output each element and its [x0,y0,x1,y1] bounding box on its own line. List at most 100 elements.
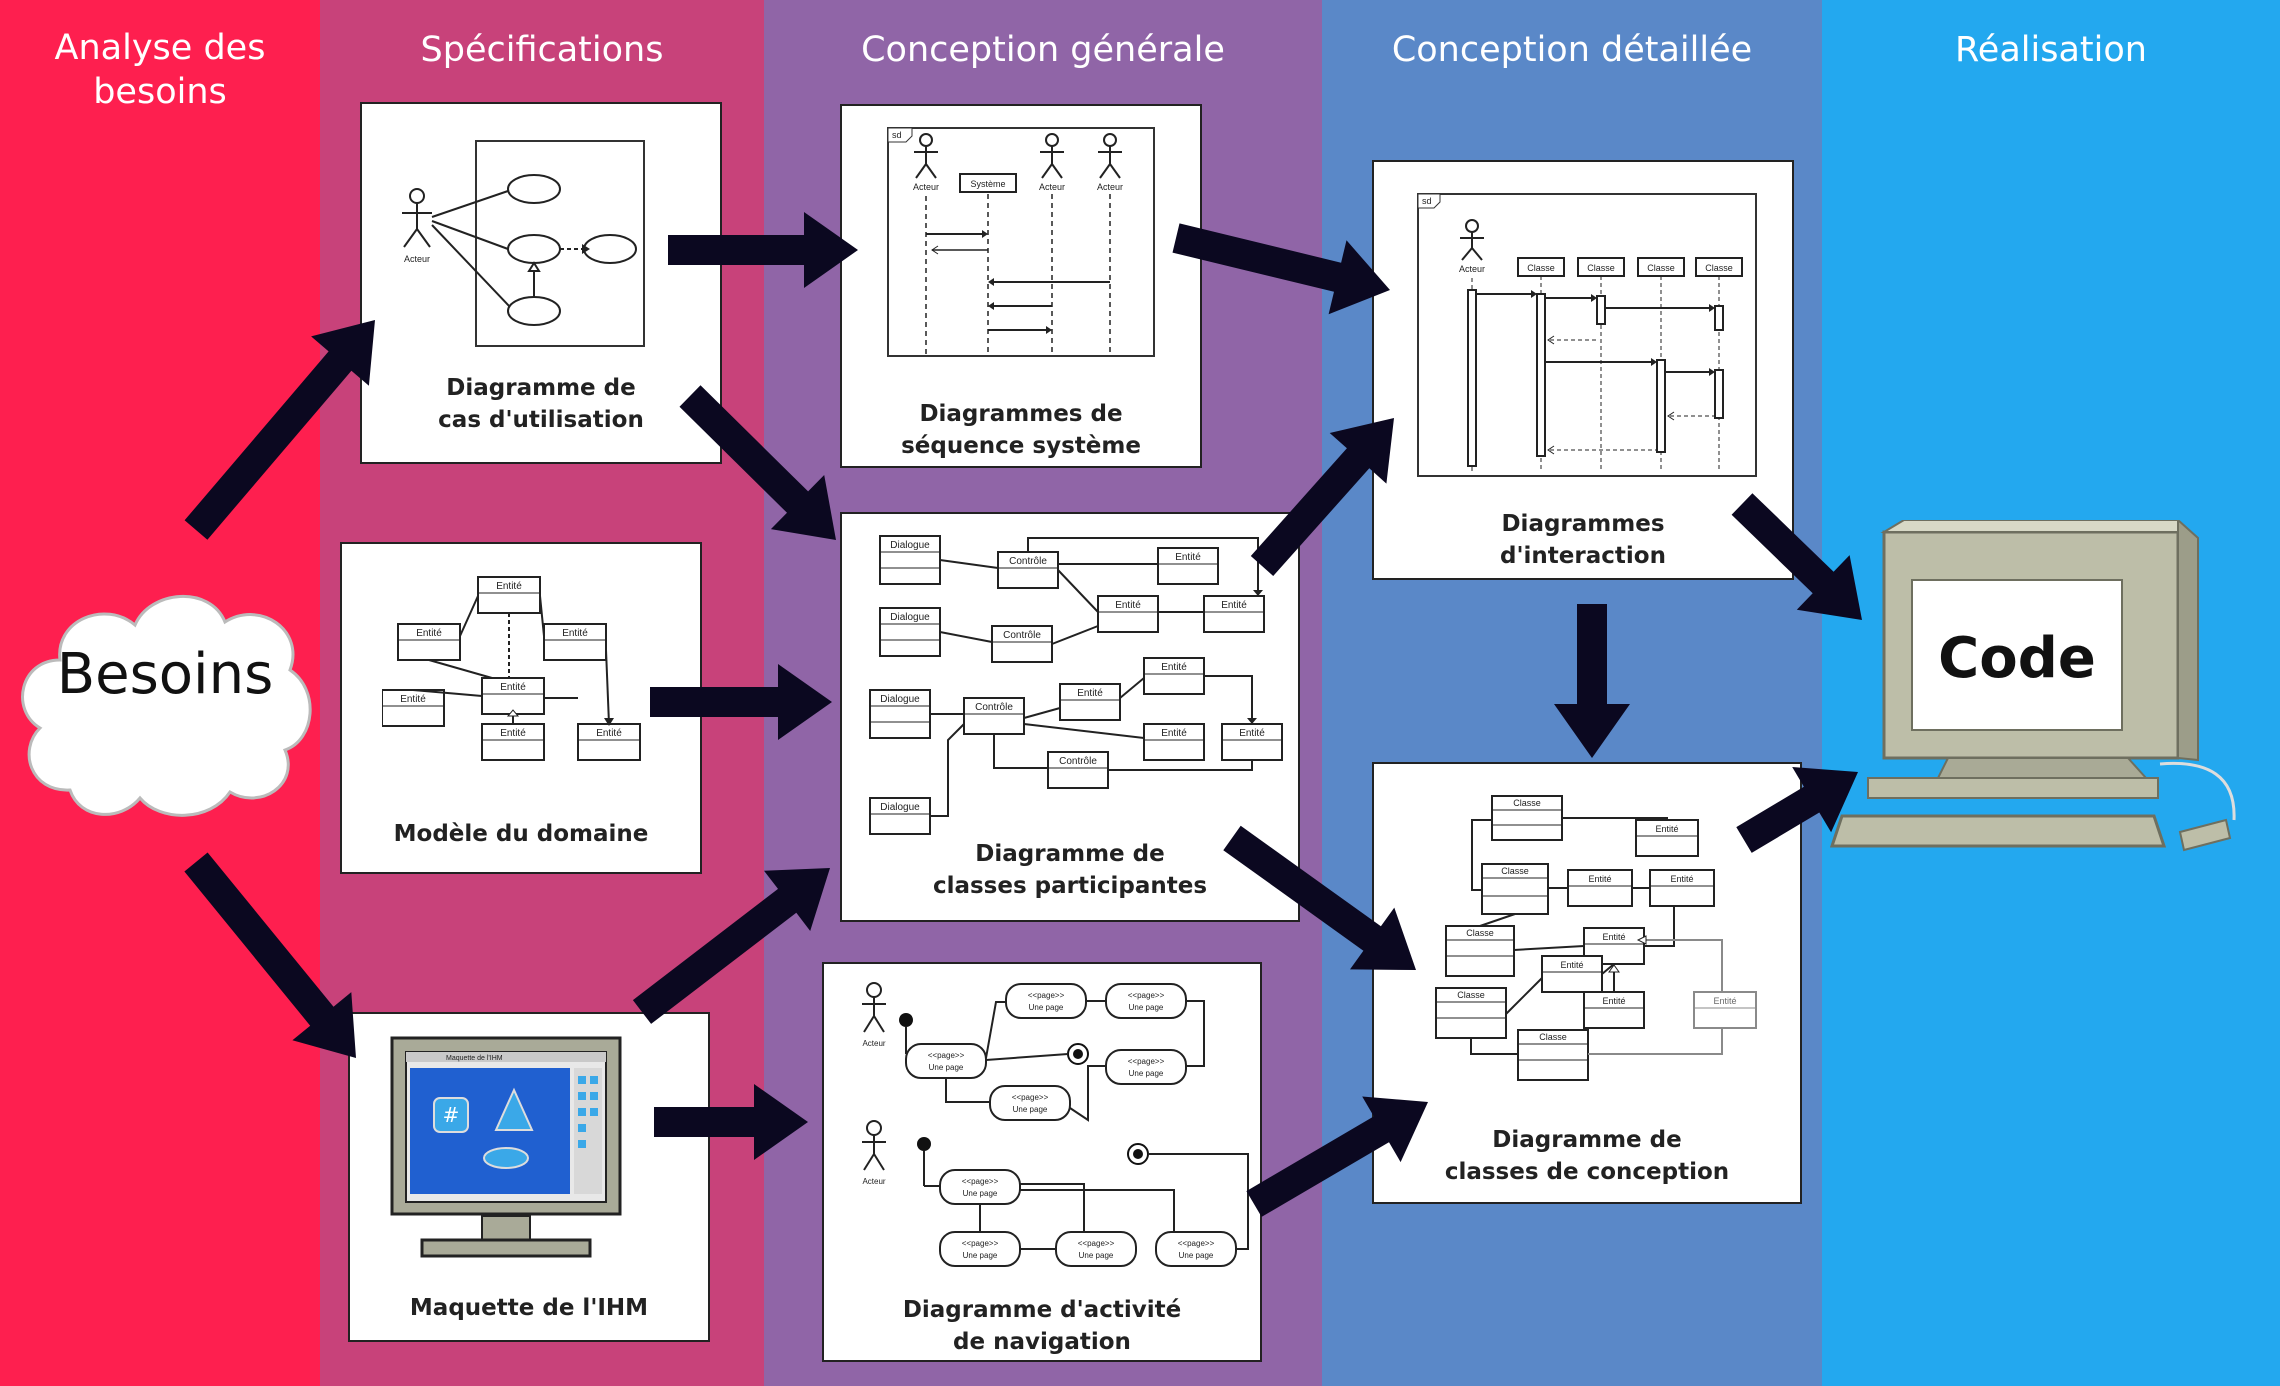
use-case-diagram-thumbnail: Acteur [402,140,645,347]
arrow-ihm-to-navigation [654,1084,808,1160]
nav-page-label-1: Une page [929,1063,964,1072]
dm-entity-3: Entité [562,628,588,639]
participants-caption: Diagramme de classes participantes [932,841,1208,899]
dc-class-1: Classe [1513,798,1541,808]
participants-box: Dialogue Dialogue Dialogue Dialogue Cont… [840,512,1300,922]
dc-class-3: Classe [1466,928,1494,938]
nav-page-stereo-6: <<page>> [962,1177,999,1186]
nav-page-stereo-7: <<page>> [962,1239,999,1248]
nav-page-stereo-8: <<page>> [1078,1239,1115,1248]
ihm-monitor-thumbnail: Maquette de l'IHM # [390,1036,622,1258]
navigation-activity-thumbnail: Acteur <<page>> Une page <<page>> Une pa… [862,982,1249,1267]
pc-dialog-3: Dialogue [880,694,920,705]
system-sequence-caption: Diagrammes de séquence système [901,401,1141,459]
arrow-participants-to-design [1223,825,1416,970]
pc-entity-6: Entité [1161,728,1187,739]
nav-page-stereo-5: <<page>> [1012,1093,1049,1102]
navigation-box: Acteur <<page>> Une page <<page>> Une pa… [822,962,1262,1362]
svg-text:#: # [443,1103,460,1127]
dc-entity-4: Entité [1602,932,1625,942]
pc-control-2: Contrôle [1003,630,1041,641]
interaction-frame-tag: sd [1422,196,1432,206]
pc-dialog-2: Dialogue [890,612,930,623]
arrow-besoins-to-use-case [184,320,375,540]
pc-entity-4: Entité [1161,662,1187,673]
dm-entity-5: Entité [400,694,426,705]
dc-entity-7: Entité [1713,996,1736,1006]
pc-entity-5: Entité [1077,688,1103,699]
nav-page-label-8: Une page [1079,1251,1114,1260]
dc-entity-1: Entité [1655,824,1678,834]
interaction-lifeline-2: Classe [1527,263,1555,273]
domain-model-box: Entité Entité Entité Entité Entité Entit… [340,542,702,874]
dc-entity-5: Entité [1560,960,1583,970]
arrow-interaction-to-design [1554,604,1630,758]
interaction-box: sd Acteur Classe Classe Classe Classe [1372,160,1794,580]
nav-page-stereo-9: <<page>> [1178,1239,1215,1248]
pc-control-1: Contrôle [1009,556,1047,567]
design-classes-caption: Diagramme de classes de conception [1444,1127,1730,1185]
nav-page-label-6: Une page [963,1189,998,1198]
system-sequence-box: sd Acteur Système Acteur Acteur D [840,104,1202,468]
dm-entity-1: Entité [496,581,522,592]
dc-class-5: Classe [1539,1032,1567,1042]
interaction-lifeline-3: Classe [1587,263,1615,273]
ssd-lifeline-2: Système [970,179,1005,189]
dm-entity-2: Entité [416,628,442,639]
besoins-label: Besoins [56,642,274,707]
ssd-lifeline-3: Acteur [1039,182,1065,192]
arrow-besoins-to-ihm [184,852,356,1058]
dm-entity-6: Entité [500,728,526,739]
pc-entity-1: Entité [1175,552,1201,563]
nav-page-stereo-4: <<page>> [1128,1057,1165,1066]
ihm-mockup-box: Maquette de l'IHM # Maquette de l'IHM [348,1012,710,1342]
phase-title-analyse: Analyse des besoins [54,28,266,112]
arrow-domain-to-participants [650,664,832,740]
domain-model-thumbnail: Entité Entité Entité Entité Entité Entit… [382,576,641,761]
pc-entity-7: Entité [1239,728,1265,739]
nav-page-label-5: Une page [1013,1105,1048,1114]
dc-entity-6: Entité [1602,996,1625,1006]
phase-title-realisation: Réalisation [1955,30,2147,70]
ihm-mockup-caption: Maquette de l'IHM [409,1295,649,1321]
domain-model-caption: Modèle du domaine [393,821,649,847]
pc-control-4: Contrôle [1059,756,1097,767]
phase-title-specifications: Spécifications [420,30,664,70]
pc-dialog-4: Dialogue [880,802,920,813]
arrow-participants-to-interaction [1250,418,1394,576]
phase-title-conception-generale: Conception générale [861,30,1225,70]
nav-page-label-3: Une page [1129,1003,1164,1012]
ssd-frame-tag: sd [892,130,902,140]
nav-page-label-9: Une page [1179,1251,1214,1260]
arrow-use-case-to-participants [679,385,836,540]
design-classes-box: Classe Entité Classe Entité Entité Class… [1372,762,1802,1204]
cloud-icon [21,595,312,817]
arrow-navigation-to-design [1246,1096,1428,1217]
phase-title-conception-detaillee: Conception détaillée [1391,30,1753,70]
dc-entity-3: Entité [1670,874,1693,884]
navigation-caption: Diagramme d'activité de navigation [902,1297,1182,1355]
dm-entity-4: Entité [500,682,526,693]
dc-entity-2: Entité [1588,874,1611,884]
interaction-lifeline-5: Classe [1705,263,1733,273]
nav-page-label-7: Une page [963,1251,998,1260]
nav-actor-label-2: Acteur [862,1177,885,1186]
system-sequence-thumbnail: sd Acteur Système Acteur Acteur [887,127,1155,357]
use-case-actor-label: Acteur [404,254,430,264]
nav-page-stereo-1: <<page>> [928,1051,965,1060]
code-label: Code [1938,626,2096,691]
ssd-lifeline-4: Acteur [1097,182,1123,192]
use-case-box: Acteur Diagramme de cas d'utilisation [360,102,722,464]
pc-control-3: Contrôle [975,702,1013,713]
interaction-lifeline-4: Classe [1647,263,1675,273]
interaction-diagram-thumbnail: sd Acteur Classe Classe Classe Classe [1417,193,1757,477]
arrow-interaction-to-code [1731,493,1862,620]
pc-dialog-1: Dialogue [890,540,930,551]
use-case-caption: Diagramme de cas d'utilisation [438,375,644,433]
ihm-window-title: Maquette de l'IHM [446,1055,503,1062]
pc-entity-3: Entité [1221,600,1247,611]
arrow-use-case-to-ssd [668,212,858,288]
dc-class-2: Classe [1501,866,1529,876]
dm-entity-7: Entité [596,728,622,739]
